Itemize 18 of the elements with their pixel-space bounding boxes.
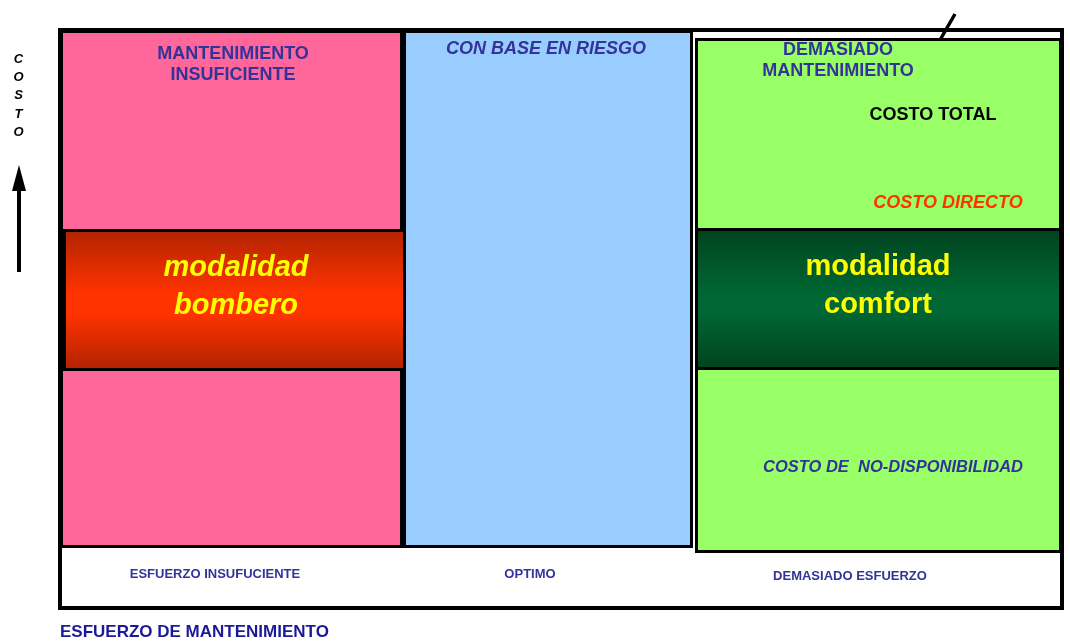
mode-label: modalidad bombero	[162, 249, 310, 322]
category-panel	[60, 30, 403, 548]
mode-band	[63, 229, 406, 371]
category-heading: CON BASE EN RIESGO	[445, 38, 647, 59]
mode-band	[695, 228, 1062, 370]
mode-label: modalidad comfort	[804, 248, 952, 321]
cost-label: COSTO TOTAL	[868, 104, 998, 125]
axis-title: COSTO	[12, 50, 25, 141]
category-heading: MANTENIMIENTO INSUFICIENTE	[156, 43, 310, 85]
axis-title: ESFUERZO DE MANTENIMIENTO	[60, 622, 330, 641]
category-panel	[695, 38, 1062, 553]
axis-category-label: OPTIMO	[503, 566, 557, 581]
axis-category-label: ESFUERZO INSUFUCIENTE	[128, 566, 302, 581]
category-panel	[403, 30, 693, 548]
axis-category-label: DEMASIADO ESFUERZO	[772, 568, 928, 583]
cost-label: COSTO DIRECTO	[872, 192, 1024, 213]
category-heading: DEMASIADO MANTENIMIENTO	[761, 39, 915, 81]
cost-label: COSTO DE NO-DISPONIBILIDAD	[761, 457, 1024, 476]
